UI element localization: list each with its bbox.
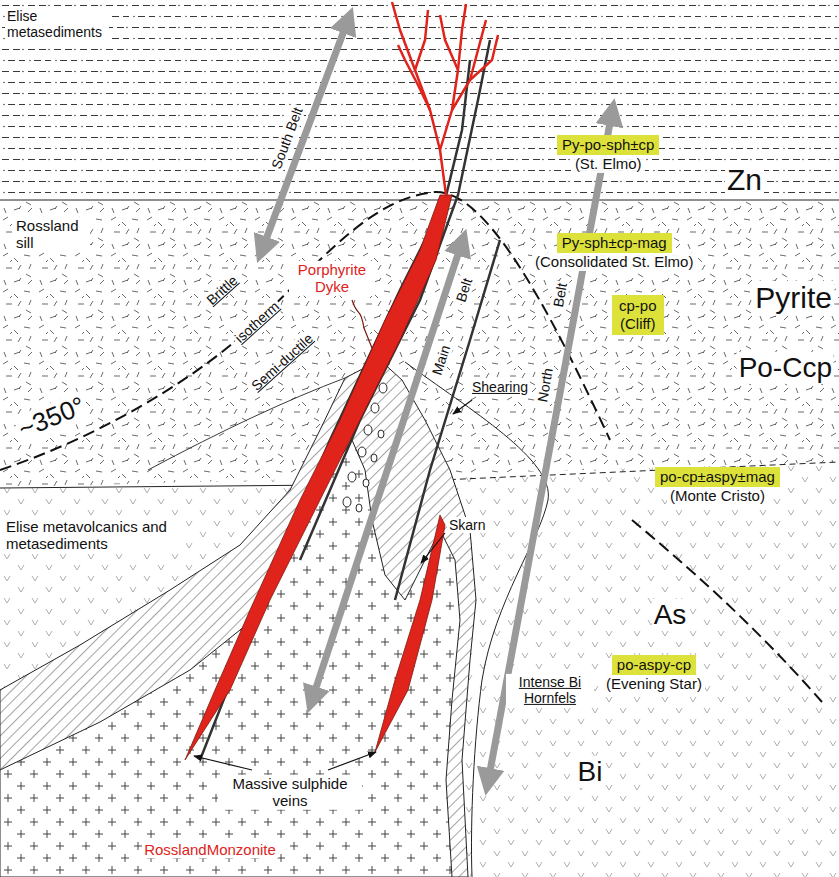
- leader-arrow: [421, 533, 445, 563]
- belt-arrow: [262, 20, 348, 250]
- clast: [358, 447, 366, 457]
- mineral-assemblage: po-aspy-cp: [612, 655, 696, 675]
- belt-label: Belt: [452, 274, 476, 306]
- mineral-assemblage: Py-po-sph±cp: [557, 135, 659, 155]
- deposit-name: (Consolidated St. Elmo): [532, 253, 696, 271]
- skarn-zone: [0, 360, 476, 877]
- mineral-zone-box: cp-po(Cliff): [612, 295, 664, 335]
- deposit-name: (Evening Star): [603, 675, 705, 693]
- leader-arrow: [328, 752, 376, 770]
- mineral-assemblage: cp-po: [616, 297, 660, 315]
- vein: [392, 2, 446, 195]
- skarn-zone: [0, 360, 476, 877]
- deposit-name: (Cliff): [617, 315, 659, 333]
- feature-label: Massive sulphide veins: [218, 775, 362, 810]
- feature-label: Shearing: [470, 379, 530, 395]
- regime-label: Brittle: [202, 271, 242, 310]
- clast: [378, 430, 384, 438]
- mineral-zone-box: po-cp±aspy±mag(Monte Cristo): [655, 467, 780, 505]
- clast: [371, 403, 379, 413]
- mineral-assemblage: po-cp±aspy±mag: [655, 467, 780, 487]
- belt-label: South Belt: [267, 103, 306, 173]
- deposit-name: (St. Elmo): [572, 155, 645, 173]
- clast: [348, 472, 356, 482]
- clast: [379, 383, 387, 393]
- leader-arrow: [194, 756, 252, 770]
- vein: [398, 45, 430, 110]
- zone-label: Bi: [576, 756, 605, 788]
- zone-label: Po-Ccp: [737, 352, 834, 384]
- zone-label: Pyrite: [753, 281, 834, 316]
- zone-label: Zn: [725, 163, 764, 198]
- unit-label: Elise metavolcanics and metasediments: [4, 518, 186, 553]
- vein: [470, 35, 498, 80]
- mineral-zone-box: po-aspy-cp(Evening Star): [603, 655, 705, 693]
- feature-label: Skarn: [447, 517, 488, 533]
- clast: [371, 454, 377, 462]
- belt-label: Belt: [550, 280, 571, 310]
- vein: [415, 10, 428, 70]
- deposit-name: (Monte Cristo): [667, 487, 768, 505]
- unit-label: RosslandMonzonite: [142, 841, 278, 858]
- belt-label: Main: [428, 341, 454, 379]
- metasediment-band: [0, 0, 839, 200]
- belt-label: North: [534, 365, 556, 405]
- regime-label: Semi-ductile: [247, 329, 318, 395]
- clast: [356, 504, 362, 512]
- unit-label: Elise metasediments: [5, 8, 109, 40]
- vein: [440, 4, 466, 150]
- belt-arrow: [312, 242, 462, 700]
- temperature-label: ~350°: [13, 390, 92, 445]
- dyke-label: Porphyrite Dyke: [289, 261, 375, 296]
- feature-label: Intense Bi Hornfels: [506, 674, 594, 706]
- regime-label: isotherm: [230, 297, 284, 348]
- contact-line: [0, 485, 330, 488]
- clast: [364, 425, 372, 435]
- vein: [440, 15, 458, 70]
- sulphide-vein: [375, 515, 445, 752]
- isotherm-line: [0, 192, 610, 470]
- mineral-zone-box: Py-sph±cp-mag(Consolidated St. Elmo): [532, 233, 696, 271]
- leader-line: [352, 300, 372, 348]
- zone-label: As: [652, 599, 689, 631]
- contact-line: [0, 200, 839, 201]
- vein-swarm: [392, 2, 498, 195]
- belt-arrow: [488, 112, 612, 782]
- leader-arrow: [453, 400, 472, 414]
- clast: [343, 497, 351, 507]
- unit-label: Rossland sill: [14, 217, 90, 252]
- mineral-zone-box: Py-po-sph±cp(St. Elmo): [557, 135, 659, 173]
- clast: [363, 479, 369, 487]
- mineral-assemblage: Py-sph±cp-mag: [557, 233, 672, 253]
